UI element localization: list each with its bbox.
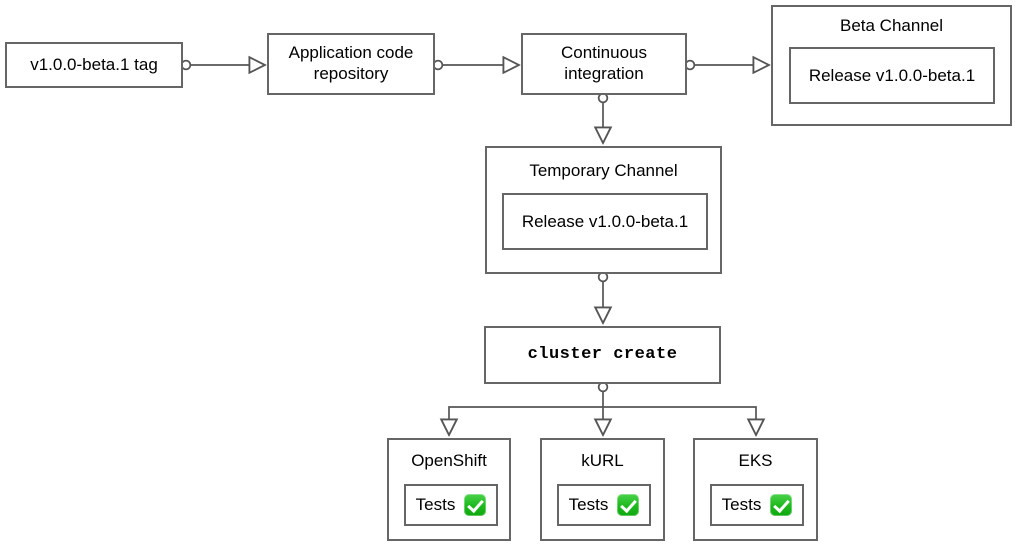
node-continuous-integration[interactable]: Continuous integration [521,33,687,95]
node-continuous-integration-label: Continuous integration [560,43,647,83]
node-kurl[interactable]: kURL Tests [540,438,665,541]
node-eks-tests-label: Tests [721,495,762,514]
node-cluster-create[interactable]: cluster create [484,326,721,384]
check-mark-button-icon [617,494,640,516]
node-eks[interactable]: EKS Tests [693,438,818,541]
edge-cluster-create-to-openshift [449,406,603,435]
node-beta-channel-release-label: Release v1.0.0-beta.1 [808,65,976,85]
node-openshift-tests[interactable]: Tests [404,484,498,526]
node-temporary-channel-title: Temporary Channel [529,161,678,180]
node-beta-channel[interactable]: Beta Channel Release v1.0.0-beta.1 [771,5,1012,126]
node-openshift-title: OpenShift [411,451,487,470]
edge-cluster-create-to-eks [603,406,756,435]
node-temporary-channel[interactable]: Temporary Channel Release v1.0.0-beta.1 [485,146,722,274]
node-temporary-channel-release[interactable]: Release v1.0.0-beta.1 [502,193,708,250]
node-eks-tests[interactable]: Tests [710,484,804,526]
node-kurl-tests-label: Tests [568,495,609,514]
node-eks-title: EKS [738,451,773,470]
node-openshift-tests-label: Tests [415,495,456,514]
node-openshift[interactable]: OpenShift Tests [387,438,511,541]
node-application-code-repository-label: Application code repository [288,43,414,83]
node-temporary-channel-release-label: Release v1.0.0-beta.1 [521,211,689,231]
check-mark-button-icon [464,494,487,516]
node-kurl-tests[interactable]: Tests [557,484,651,526]
node-application-code-repository[interactable]: Application code repository [267,33,435,95]
node-kurl-title: kURL [581,451,624,470]
node-beta-channel-title: Beta Channel [839,16,944,35]
node-cluster-create-label: cluster create [527,344,678,364]
node-beta-channel-release[interactable]: Release v1.0.0-beta.1 [789,47,995,104]
node-version-tag[interactable]: v1.0.0-beta.1 tag [5,42,183,88]
node-version-tag-label: v1.0.0-beta.1 tag [30,54,158,74]
check-mark-button-icon [770,494,793,516]
